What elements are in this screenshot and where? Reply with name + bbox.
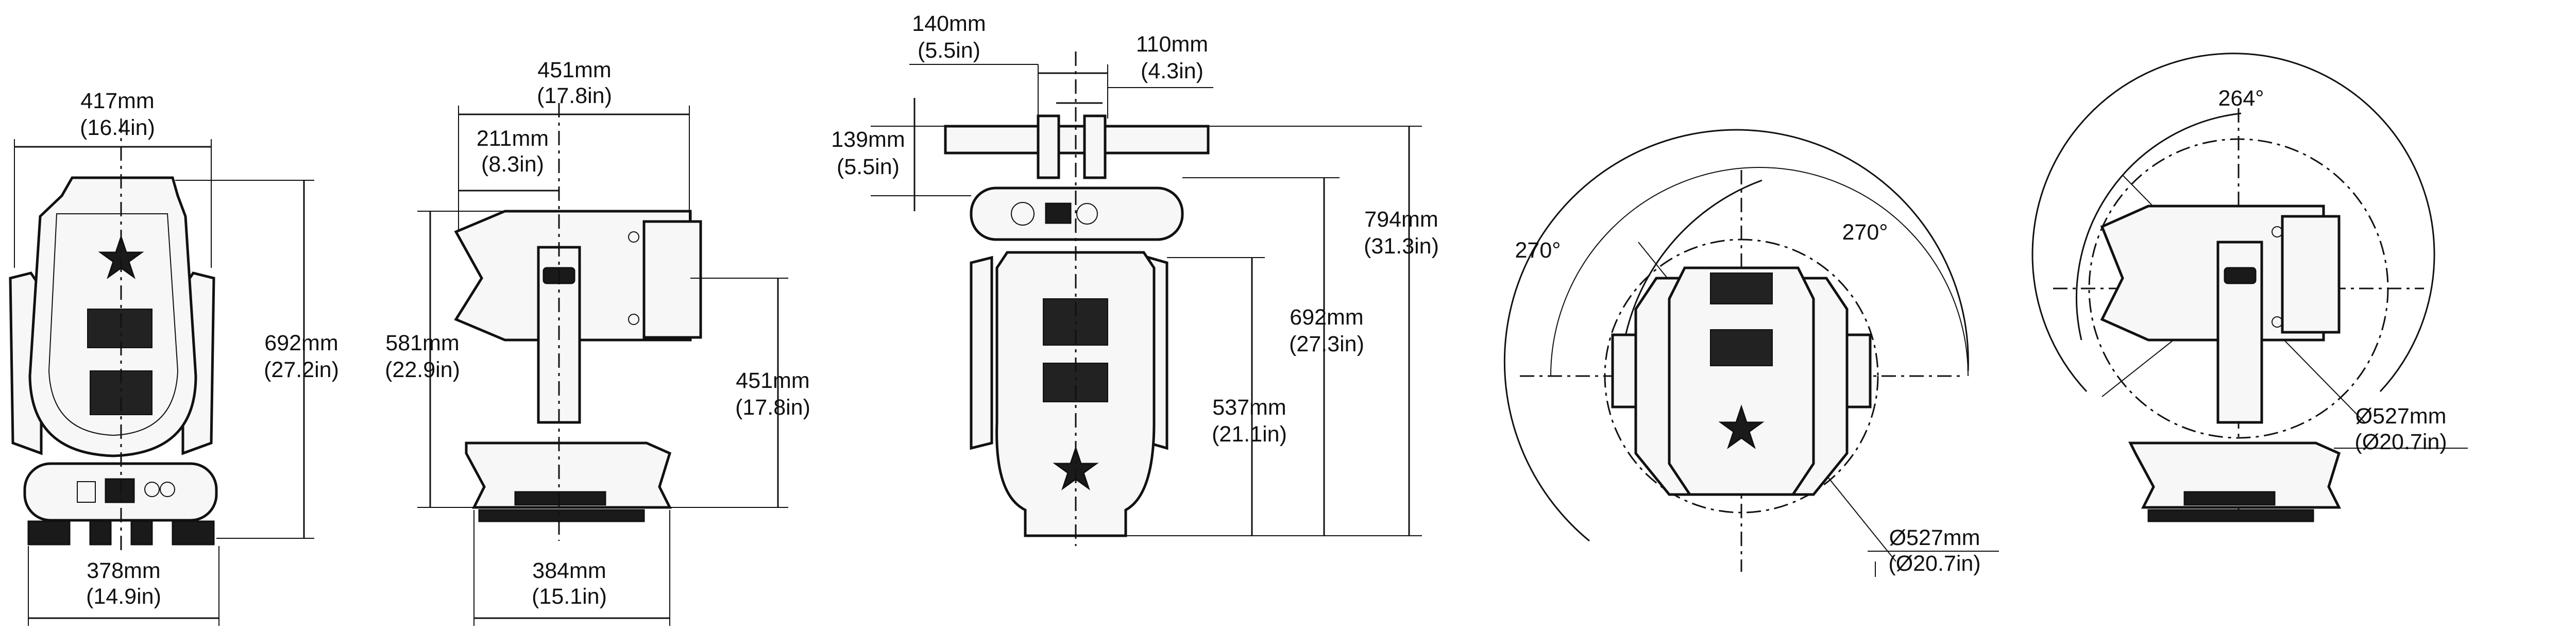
total-height-in: (31.3in) [1364, 234, 1439, 259]
bracket-spacing-b-mm: 110mm [1136, 32, 1208, 57]
front-view: 417mm (16.4in) 692mm (27.2in) 378mm (14.… [9, 89, 339, 626]
front-width-top-mm: 417mm [80, 89, 154, 113]
side-head-height-in: (22.9in) [385, 357, 460, 382]
side-depth-in: (17.8in) [537, 83, 612, 108]
front-width-base-mm: 378mm [87, 558, 160, 583]
tilt-view: 264° Ø527mm (Ø20.7in) [2031, 53, 2468, 522]
rear-head-height-mm: 537mm [1212, 395, 1286, 420]
omega-bracket [944, 125, 1210, 155]
front-height-in: (27.2in) [264, 357, 339, 382]
front-height-mm: 692mm [264, 331, 338, 355]
bracket-spacing-a-mm: 140mm [912, 11, 986, 36]
side-tilt-height-in: (17.8in) [735, 395, 810, 420]
bracket-spacing-a-in: (5.5in) [918, 38, 980, 63]
body-height-in: (27.3in) [1289, 332, 1364, 356]
pan-head [1668, 266, 1815, 496]
pan-diameter-mm: Ø527mm [1889, 525, 1980, 550]
side-lens-cover [642, 220, 702, 339]
side-tilt-height-mm: 451mm [736, 368, 809, 393]
pan-logo-icon [1718, 404, 1765, 449]
side-view: 451mm (17.8in) 211mm (8.3in) 581mm (22.9… [385, 58, 810, 626]
pan-right-angle: 270° [1842, 220, 1888, 245]
pan-left-angle: 270° [1515, 238, 1561, 263]
body-height-mm: 692mm [1290, 305, 1363, 330]
tilt-arm [2216, 241, 2263, 424]
tilt-diameter-in: (Ø20.7in) [2354, 430, 2447, 454]
side-offset-in: (8.3in) [481, 152, 544, 177]
front-width-top-in: (16.4in) [80, 115, 155, 140]
bracket-spacing-b-in: (4.3in) [1141, 59, 1204, 83]
front-width-base-in: (14.9in) [86, 584, 161, 609]
side-offset-mm: 211mm [477, 126, 549, 151]
side-base-width-in: (15.1in) [532, 584, 607, 609]
side-depth-mm: 451mm [537, 58, 611, 82]
rear-head-height-in: (21.1in) [1212, 422, 1287, 447]
total-height-mm: 794mm [1364, 207, 1438, 232]
pan-view: 270° 270° Ø527mm (Ø20.7in) [1503, 129, 1999, 577]
bracket-height-mm: 139mm [831, 127, 905, 152]
bracket-height-in: (5.5in) [837, 155, 900, 179]
side-head-height-mm: 581mm [385, 331, 459, 355]
side-base-width-mm: 384mm [532, 558, 606, 583]
tilt-angle: 264° [2218, 86, 2264, 111]
front-grille-upper [87, 309, 152, 348]
tilt-diameter-mm: Ø527mm [2355, 404, 2447, 429]
bracket-view: 140mm (5.5in) 110mm (4.3in) 139mm (5.5in… [831, 11, 1439, 546]
pan-diameter-in: (Ø20.7in) [1888, 551, 1980, 576]
